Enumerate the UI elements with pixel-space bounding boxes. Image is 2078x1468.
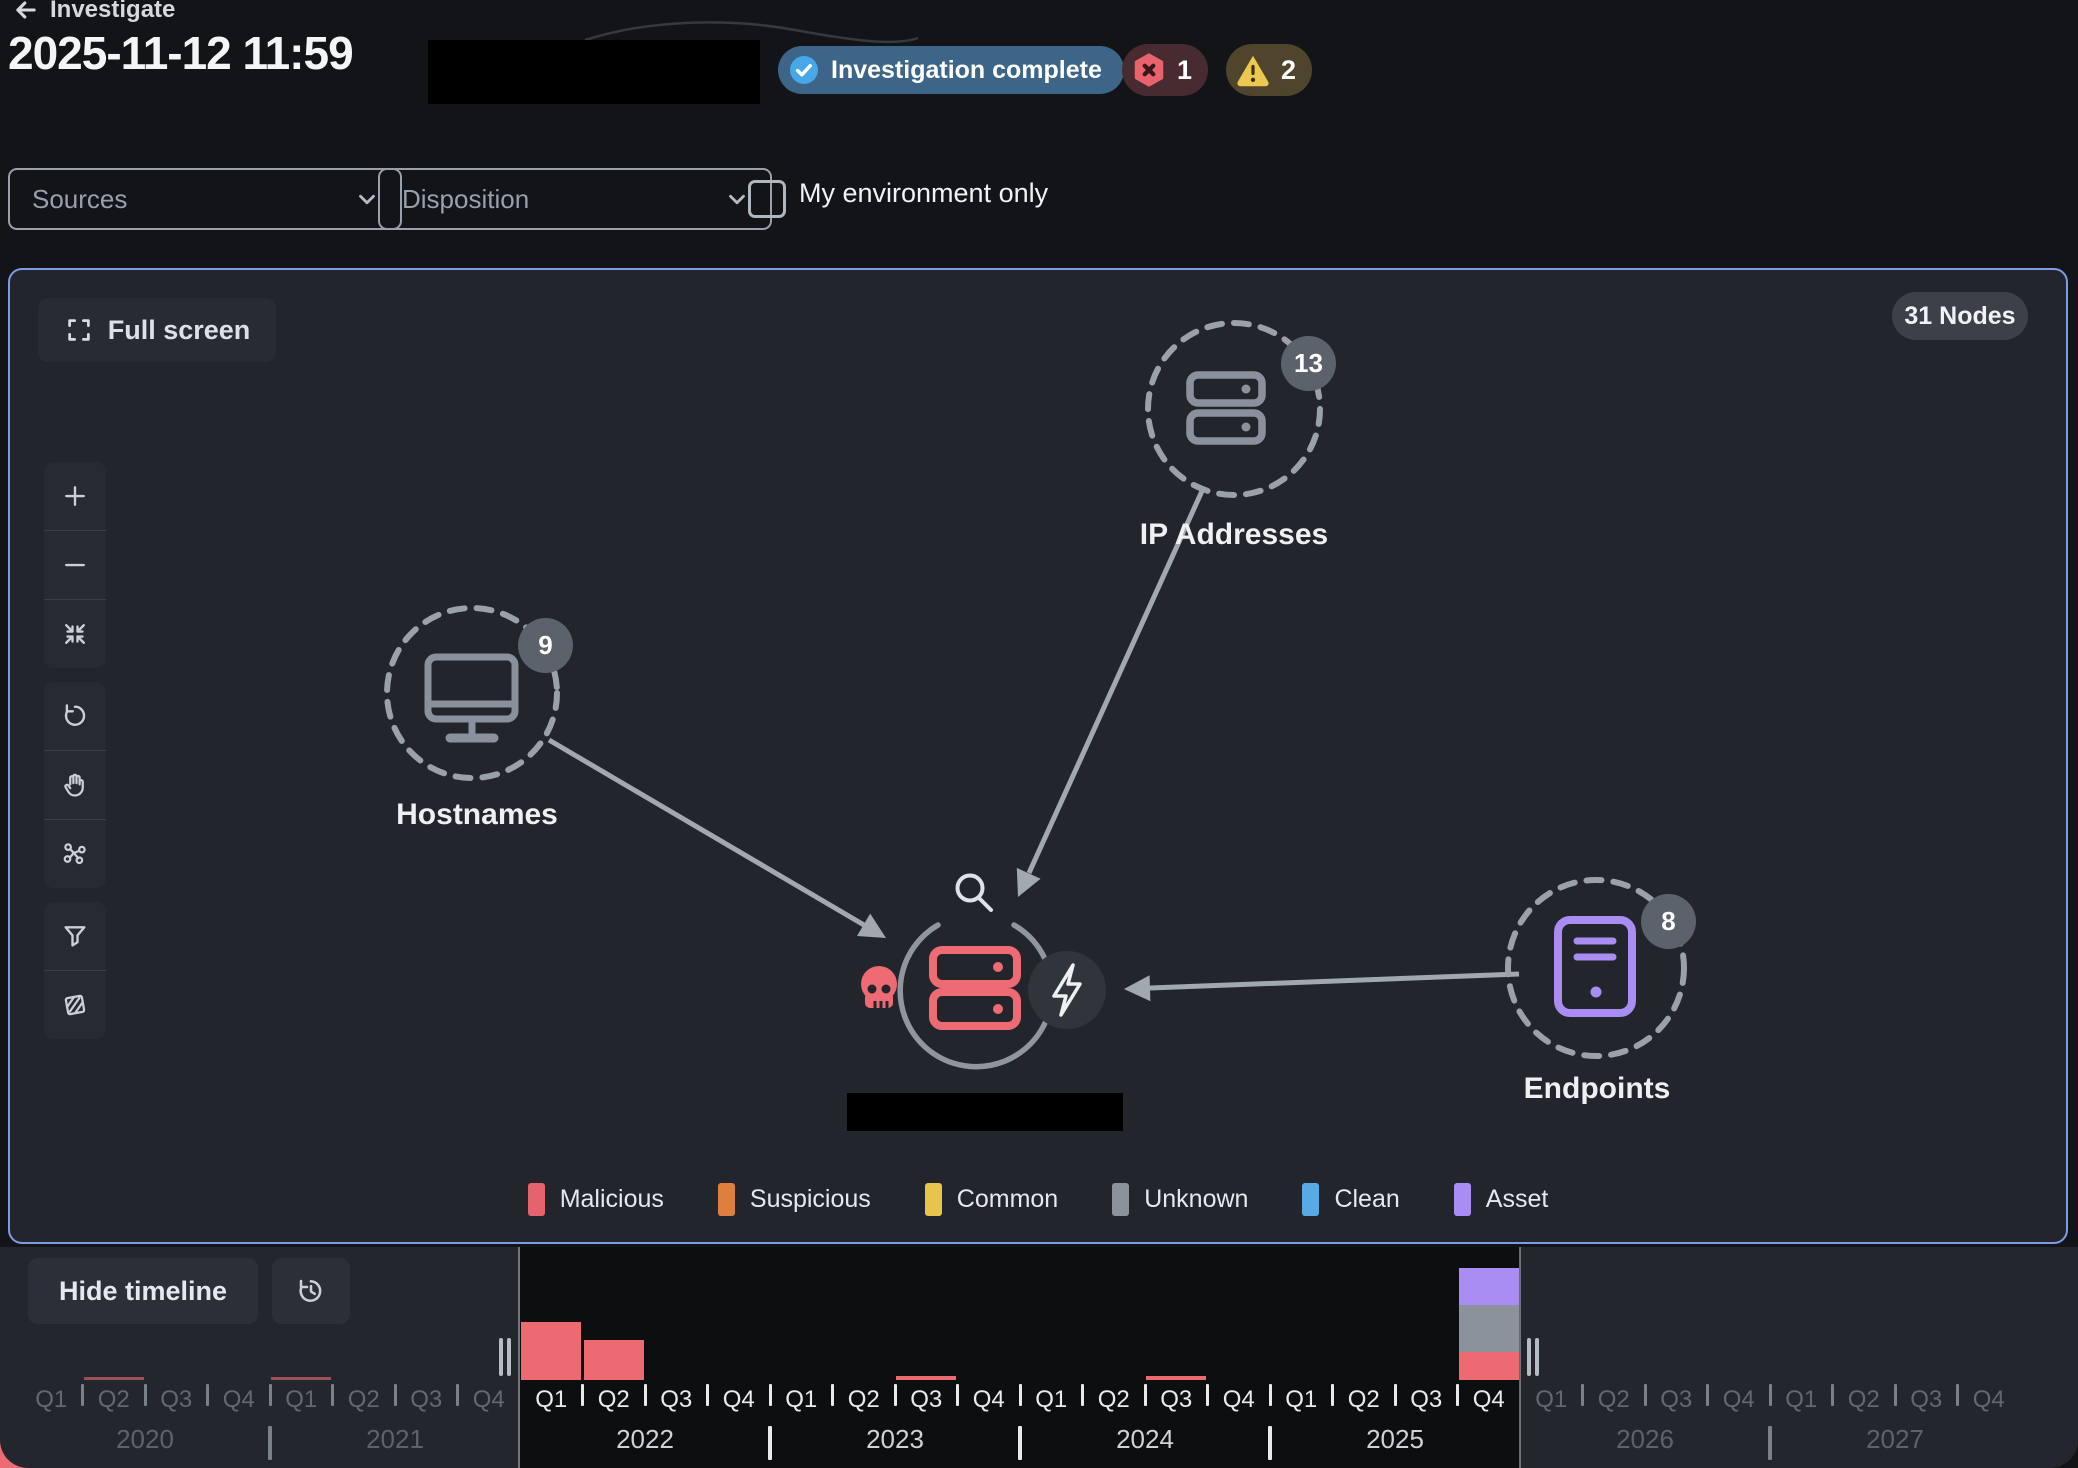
selection-start-boundary bbox=[517, 1247, 520, 1468]
legend-swatch-icon bbox=[1302, 1182, 1320, 1216]
legend-swatch-icon bbox=[1112, 1182, 1130, 1216]
legend-label: Unknown bbox=[1144, 1184, 1249, 1213]
redacted-focus-node-label bbox=[847, 1093, 1123, 1131]
arrow-left-icon bbox=[16, 1, 36, 19]
selection-right-handle[interactable] bbox=[1535, 1338, 1539, 1376]
disposition-dropdown[interactable]: Disposition bbox=[378, 168, 772, 230]
disposition-dropdown-label: Disposition bbox=[402, 183, 530, 214]
back-label: Investigate bbox=[50, 0, 176, 23]
hand-pan-icon bbox=[64, 773, 84, 797]
legend-label: Asset bbox=[1485, 1184, 1549, 1213]
node-count-badge-hostnames: 9 bbox=[518, 618, 573, 673]
sources-dropdown[interactable]: Sources bbox=[8, 168, 402, 230]
back-link[interactable]: Investigate bbox=[12, 0, 175, 24]
legend-item: Malicious bbox=[527, 1182, 664, 1216]
rotate-ccw-icon bbox=[64, 704, 86, 726]
legend-label: Suspicious bbox=[749, 1184, 871, 1213]
fullscreen-button[interactable]: Full screen bbox=[38, 298, 276, 362]
node-label-endpoints[interactable]: Endpoints bbox=[1523, 1072, 1671, 1105]
legend-item: Asset bbox=[1453, 1182, 1549, 1216]
node-label-hostnames[interactable]: Hostnames bbox=[396, 798, 558, 831]
fullscreen-label: Full screen bbox=[107, 314, 251, 345]
error-count-badge[interactable]: 1 bbox=[1122, 44, 1209, 96]
disposition-legend: Malicious Suspicious Common Unknown Clean Ass… bbox=[8, 1176, 2068, 1222]
status-badge: Investigation complete bbox=[778, 46, 1124, 94]
expand-icon bbox=[67, 319, 90, 341]
graph-filter-button[interactable] bbox=[44, 902, 106, 970]
chevron-down-icon bbox=[359, 194, 375, 205]
layout-button[interactable] bbox=[44, 819, 106, 888]
filter-tool-group bbox=[44, 902, 106, 1039]
network-layout-icon bbox=[63, 843, 86, 865]
timeline-dim-overlay-right bbox=[1520, 1247, 2078, 1468]
selection-end-boundary bbox=[1518, 1247, 1521, 1468]
hexagon-x-icon bbox=[1134, 53, 1164, 87]
environment-checkbox-label: My environment only bbox=[799, 178, 1049, 208]
zoom-tool-group bbox=[44, 462, 106, 668]
selection-left-handle[interactable] bbox=[499, 1338, 503, 1376]
fit-view-button[interactable] bbox=[44, 599, 106, 668]
filter-funnel-icon bbox=[64, 926, 86, 947]
legend-item: Suspicious bbox=[717, 1182, 871, 1216]
legend-label: Clean bbox=[1334, 1184, 1400, 1213]
legend-swatch-icon bbox=[924, 1182, 942, 1216]
legend-label: Common bbox=[956, 1184, 1059, 1213]
selection-right-handle[interactable] bbox=[1527, 1338, 1531, 1376]
node-label-ip-addresses[interactable]: IP Addresses bbox=[1139, 518, 1329, 551]
page-title: 2025-11-12 11:59 bbox=[8, 27, 354, 79]
warning-count-badge[interactable]: 2 bbox=[1226, 44, 1313, 96]
fit-view-icon bbox=[65, 624, 85, 644]
visibility-filter-button[interactable] bbox=[44, 970, 106, 1039]
reset-rotation-button[interactable] bbox=[44, 682, 106, 750]
timeline-history-button[interactable] bbox=[272, 1258, 350, 1324]
hide-timeline-label: Hide timeline bbox=[58, 1275, 228, 1306]
redaction-scribble bbox=[584, 21, 919, 44]
zoom-out-icon bbox=[65, 563, 85, 567]
sources-dropdown-label: Sources bbox=[32, 183, 128, 214]
legend-swatch-icon bbox=[717, 1182, 735, 1216]
node-count-badge-endpoints: 8 bbox=[1641, 894, 1696, 949]
legend-item: Common bbox=[924, 1182, 1059, 1216]
legend-item: Clean bbox=[1302, 1182, 1400, 1216]
environment-checkbox[interactable] bbox=[748, 180, 786, 218]
history-clock-icon bbox=[299, 1279, 322, 1302]
pan-button[interactable] bbox=[44, 750, 106, 819]
status-badge-label: Investigation complete bbox=[831, 55, 1102, 84]
zoom-in-button[interactable] bbox=[44, 462, 106, 530]
check-circle-icon bbox=[790, 56, 818, 84]
legend-swatch-icon bbox=[1453, 1182, 1471, 1216]
warning-triangle-icon bbox=[1237, 55, 1269, 87]
selection-left-handle[interactable] bbox=[507, 1338, 511, 1376]
error-count: 1 bbox=[1177, 54, 1193, 85]
legend-swatch-icon bbox=[527, 1182, 545, 1216]
timeline-selected-range[interactable] bbox=[520, 1247, 1520, 1468]
chevron-down-icon bbox=[729, 194, 745, 205]
legend-item: Unknown bbox=[1112, 1182, 1249, 1216]
redacted-title-text bbox=[428, 40, 760, 104]
zoom-in-icon bbox=[65, 486, 85, 506]
node-count-total-badge: 31 Nodes bbox=[1892, 292, 2028, 340]
legend-label: Malicious bbox=[559, 1184, 664, 1213]
node-count-badge-ip: 13 bbox=[1281, 336, 1336, 391]
zoom-out-button[interactable] bbox=[44, 530, 106, 599]
warning-count: 2 bbox=[1281, 54, 1297, 85]
hide-timeline-button[interactable]: Hide timeline bbox=[28, 1258, 258, 1324]
navigate-tool-group bbox=[44, 682, 106, 888]
striped-square-icon bbox=[64, 994, 86, 1016]
